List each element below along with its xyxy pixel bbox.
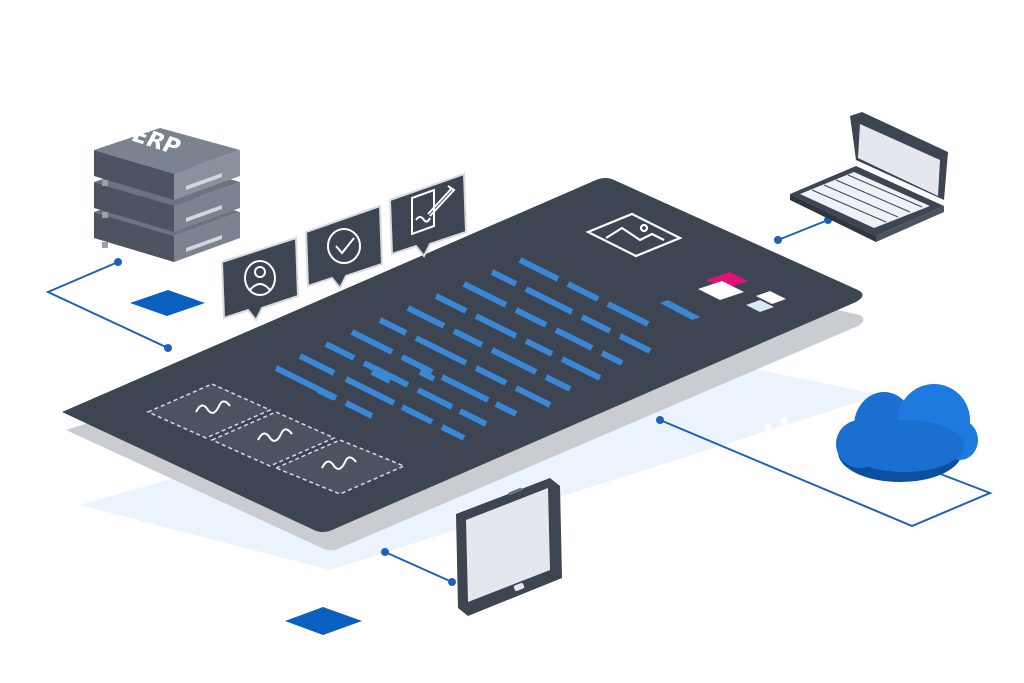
text-line-bar [400, 404, 434, 425]
text-line-bar [618, 333, 652, 354]
text-line-bar [416, 387, 454, 410]
tablet-connector [384, 551, 453, 583]
text-line-bar [324, 341, 356, 361]
text-line-bar [554, 327, 594, 351]
text-line-bar [350, 329, 394, 355]
text-line-bar [344, 400, 374, 419]
text-line-bar [494, 401, 518, 417]
text-line-bar [440, 424, 466, 441]
text-line-bar [474, 365, 508, 386]
text-line-bar [458, 408, 488, 427]
text-line-bar [600, 350, 624, 366]
erp-connector [45, 261, 169, 349]
text-line-bar [514, 307, 548, 328]
text-line-bar [418, 369, 436, 382]
text-lines [274, 257, 652, 441]
edge-dot [780, 417, 788, 425]
user-icon [244, 260, 276, 296]
edge-dot [764, 424, 772, 432]
status-chips [660, 272, 786, 320]
text-line-bar [344, 376, 396, 406]
text-line-bar [518, 257, 560, 282]
signature-document-icon [411, 185, 456, 236]
text-line-bar [580, 314, 612, 334]
text-line-bar [474, 313, 518, 339]
text-line-bar [274, 365, 298, 381]
accent-square-left [130, 290, 205, 316]
text-line-bar [400, 354, 434, 375]
image-placeholder-icon [585, 212, 683, 258]
cloud-connector [659, 419, 993, 528]
user-bubble [220, 236, 300, 322]
text-line-bar [370, 369, 392, 384]
laptop-icon [790, 112, 948, 242]
text-line-bar [514, 385, 552, 408]
text-line-bar [440, 374, 490, 403]
accent-square-bottom [285, 607, 362, 635]
signature-field [146, 383, 406, 495]
text-line-bar [606, 301, 650, 327]
text-line-bar [414, 335, 468, 366]
text-line-bar [406, 305, 446, 329]
text-line-bar [566, 281, 600, 302]
server-stack-icon: ERP [94, 122, 240, 262]
cloud-icon [836, 384, 978, 482]
text-line-bar [524, 338, 554, 357]
check-icon [327, 228, 361, 264]
text-line-bar [316, 387, 336, 401]
tablet-icon [456, 478, 562, 616]
text-line-bar [434, 293, 468, 314]
text-line-bar [560, 356, 602, 381]
signature-bubble [388, 172, 468, 258]
text-line-bar [452, 328, 484, 348]
text-line-bar [378, 317, 408, 336]
text-line-bar [490, 347, 538, 375]
laptop-connector [777, 219, 829, 241]
check-bubble [304, 204, 384, 290]
text-line-bar [524, 286, 574, 315]
text-line-bar [490, 269, 518, 287]
text-line-bar [298, 353, 336, 376]
text-line-bar [462, 281, 508, 308]
text-line-bar [362, 360, 410, 388]
text-line-bar [544, 374, 572, 392]
